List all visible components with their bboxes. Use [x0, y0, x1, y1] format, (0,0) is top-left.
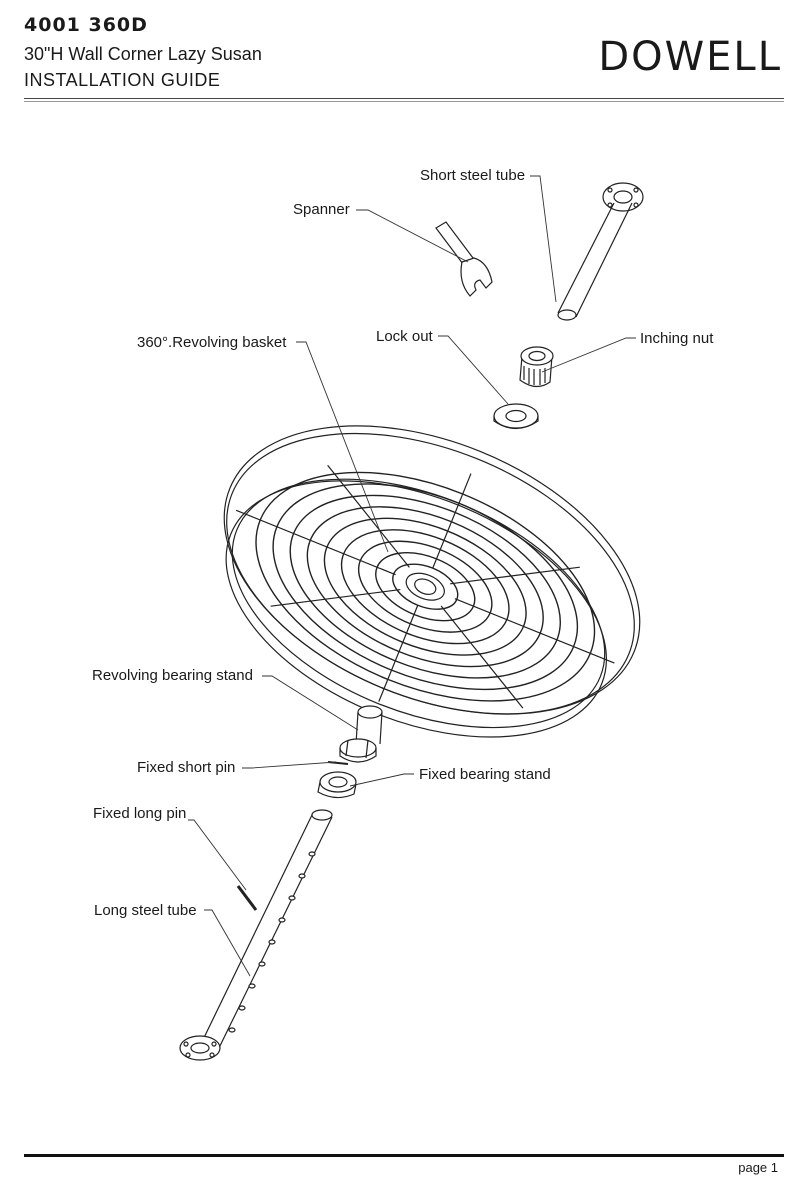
inching-nut-drawing [519, 346, 554, 388]
fixed-bearing-stand-drawing [317, 771, 357, 799]
label-revolving-basket: 360°.Revolving basket [137, 334, 287, 351]
product-title: 30"H Wall Corner Lazy Susan [24, 44, 262, 64]
label-fixed-short-pin: Fixed short pin [137, 759, 236, 776]
model-number: 4001 360D [24, 14, 148, 36]
fixed-long-pin-drawing [236, 885, 258, 911]
brand-logo: DOWELL [598, 34, 782, 80]
long-steel-tube-drawing [179, 809, 333, 1061]
revolving-bearing-stand-drawing [339, 705, 383, 763]
document-subtitle: INSTALLATION GUIDE [24, 70, 221, 90]
label-long-steel-tube: Long steel tube [94, 902, 197, 919]
label-revolving-bearing-stand: Revolving bearing stand [92, 667, 253, 684]
label-fixed-bearing-stand: Fixed bearing stand [419, 766, 551, 783]
leader-lines [188, 175, 636, 977]
header-divider [24, 98, 784, 99]
header-divider-secondary [24, 101, 784, 102]
label-fixed-long-pin: Fixed long pin [93, 805, 187, 822]
label-short-steel-tube: Short steel tube [420, 167, 526, 184]
label-inching-nut: Inching nut [640, 330, 714, 347]
spanner-drawing [435, 221, 493, 297]
label-spanner: Spanner [293, 201, 350, 218]
revolving-basket-drawing [223, 425, 641, 738]
page-number: page 1 [738, 1160, 778, 1175]
footer-divider [24, 1154, 784, 1157]
lock-out-drawing [493, 403, 539, 430]
label-lock-out: Lock out [376, 328, 433, 345]
short-steel-tube-drawing [557, 182, 644, 321]
